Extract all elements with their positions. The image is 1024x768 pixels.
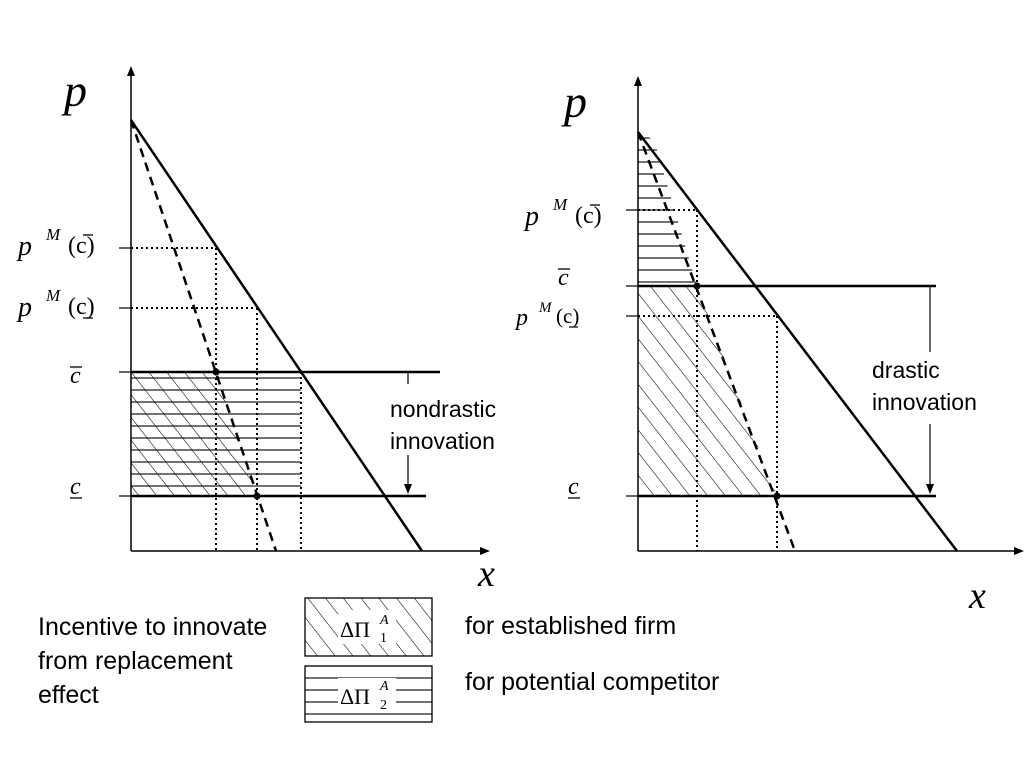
left-point-mr-cunder: [253, 492, 261, 500]
svg-text:2: 2: [380, 698, 387, 713]
svg-text:M: M: [45, 225, 61, 244]
svg-text:1: 1: [380, 631, 387, 646]
right-point-mr-cunder: [773, 492, 781, 500]
legend-symbol-pi2: ΔΠ A 2: [340, 679, 389, 713]
svg-text:(c): (c): [68, 233, 95, 259]
right-point-mr-cbar: [693, 282, 701, 290]
svg-text:p: p: [523, 201, 539, 232]
right-label-cbar: c: [558, 265, 570, 291]
left-annotation-line2: innovation: [390, 428, 495, 454]
right-label-cunder: c: [568, 474, 580, 500]
svg-text:c: c: [568, 474, 579, 500]
svg-text:(c): (c): [68, 294, 95, 320]
svg-text:M: M: [538, 300, 553, 316]
legend: ΔΠ A 1 ΔΠ A 2: [304, 597, 433, 723]
left-marginal-revenue-curve: [129, 119, 278, 552]
right-demand-curve: [637, 131, 958, 552]
svg-text:c: c: [70, 363, 81, 389]
left-x-axis-arrow: [480, 547, 490, 555]
svg-text:p: p: [514, 305, 528, 331]
legend-desc-potential-competitor: for potential competitor: [465, 668, 720, 696]
svg-text:c: c: [70, 474, 81, 500]
left-point-mr-cbar: [212, 368, 220, 376]
left-label-pm-cunder: p M (c): [16, 286, 95, 323]
right-annotation-arrow-head: [926, 484, 934, 494]
left-x-axis-label: x: [477, 553, 495, 595]
svg-text:p: p: [16, 292, 32, 323]
svg-text:p: p: [16, 231, 32, 262]
right-diagonal-hatch-area: [638, 286, 777, 496]
right-annotation-line2: innovation: [872, 389, 977, 415]
right-annotation-line1: drastic: [872, 357, 940, 383]
svg-text:(c): (c): [575, 203, 602, 229]
legend-caption-line3: effect: [38, 681, 99, 709]
left-y-axis-arrow: [127, 66, 135, 76]
right-panel: p x p M (c) c p M (c) c drastic innovati…: [514, 76, 1024, 617]
legend-caption-line2: from replacement: [38, 647, 233, 675]
svg-text:A: A: [379, 679, 389, 694]
left-y-axis-label: p: [61, 65, 87, 116]
left-demand-curve: [129, 119, 424, 552]
right-y-axis-arrow: [634, 76, 642, 86]
right-x-axis-label: x: [968, 575, 986, 617]
svg-text:M: M: [45, 286, 61, 305]
svg-text:M: M: [552, 195, 568, 214]
svg-text:c: c: [558, 265, 569, 291]
left-panel: p x p M (c) p M (c) c c nondrastic innov…: [16, 65, 496, 595]
svg-text:A: A: [379, 613, 389, 628]
legend-symbol-pi1: ΔΠ A 1: [340, 613, 389, 646]
left-label-cbar: c: [70, 363, 82, 389]
legend-caption-line1: Incentive to innovate: [38, 613, 268, 641]
svg-text:ΔΠ: ΔΠ: [340, 617, 370, 642]
left-annotation-arrow-head: [404, 484, 412, 494]
left-label-pm-cbar: p M (c): [16, 225, 95, 262]
svg-text:(c): (c): [556, 304, 579, 328]
right-label-pm-cbar: p M (c): [523, 195, 602, 232]
left-label-cunder: c: [70, 474, 82, 500]
legend-caption: Incentive to innovate from replacement e…: [38, 610, 267, 712]
svg-text:ΔΠ: ΔΠ: [340, 684, 370, 709]
left-diagonal-hatch-area: [131, 372, 256, 496]
right-y-axis-label: p: [561, 76, 587, 127]
right-x-axis-arrow: [1014, 547, 1024, 555]
legend-desc-established-firm: for established firm: [465, 612, 677, 640]
right-label-pm-cunder: p M (c): [514, 300, 579, 331]
left-annotation-line1: nondrastic: [390, 396, 496, 422]
